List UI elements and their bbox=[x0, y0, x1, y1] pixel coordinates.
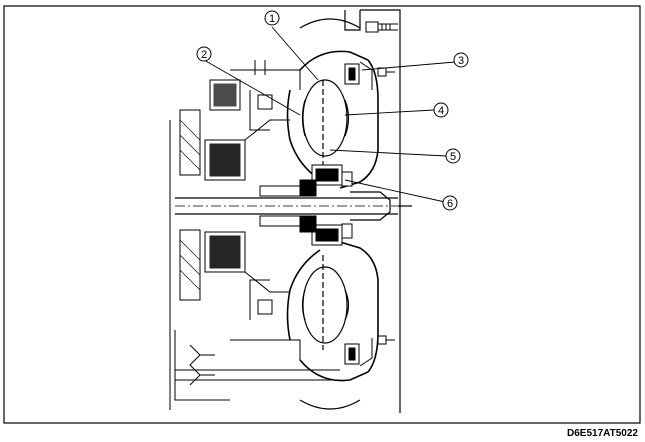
callout-label: 5 bbox=[450, 151, 456, 163]
callout-6: 6 bbox=[442, 195, 458, 211]
callout-circle bbox=[445, 148, 461, 164]
callout-circle bbox=[264, 10, 280, 26]
turbine-upper bbox=[301, 79, 350, 175]
converter-shell bbox=[286, 50, 379, 382]
callout-circle bbox=[433, 102, 449, 118]
transaxle-internals bbox=[169, 60, 340, 410]
lockup-clutch bbox=[344, 61, 373, 367]
callout-label: 6 bbox=[447, 198, 453, 210]
pump-hub bbox=[259, 179, 317, 233]
section-hatching bbox=[179, 119, 201, 291]
converter-housing bbox=[299, 9, 401, 413]
callout-4: 4 bbox=[433, 102, 449, 118]
bolt-right bbox=[377, 67, 395, 345]
bolt-top bbox=[365, 21, 398, 33]
callout-group: 1 2 3 4 5 6 bbox=[196, 10, 469, 211]
callout-1: 1 bbox=[264, 10, 280, 26]
callout-3: 3 bbox=[453, 52, 469, 68]
input-shaft bbox=[175, 191, 412, 221]
callout-circle bbox=[453, 52, 469, 68]
callout-circle bbox=[196, 46, 212, 62]
callout-5: 5 bbox=[445, 148, 461, 164]
callout-label: 2 bbox=[201, 49, 207, 61]
figure-border bbox=[3, 5, 641, 424]
figure-code: D6E517AT5022 bbox=[567, 428, 638, 439]
callout-label: 4 bbox=[438, 105, 444, 117]
callout-label: 3 bbox=[458, 55, 464, 67]
turbine-lower bbox=[301, 255, 350, 350]
callout-label: 1 bbox=[269, 13, 275, 25]
leader-lines bbox=[203, 26, 456, 203]
callout-circle bbox=[442, 195, 458, 211]
stator-assembly bbox=[311, 164, 353, 246]
callout-2: 2 bbox=[196, 46, 212, 62]
